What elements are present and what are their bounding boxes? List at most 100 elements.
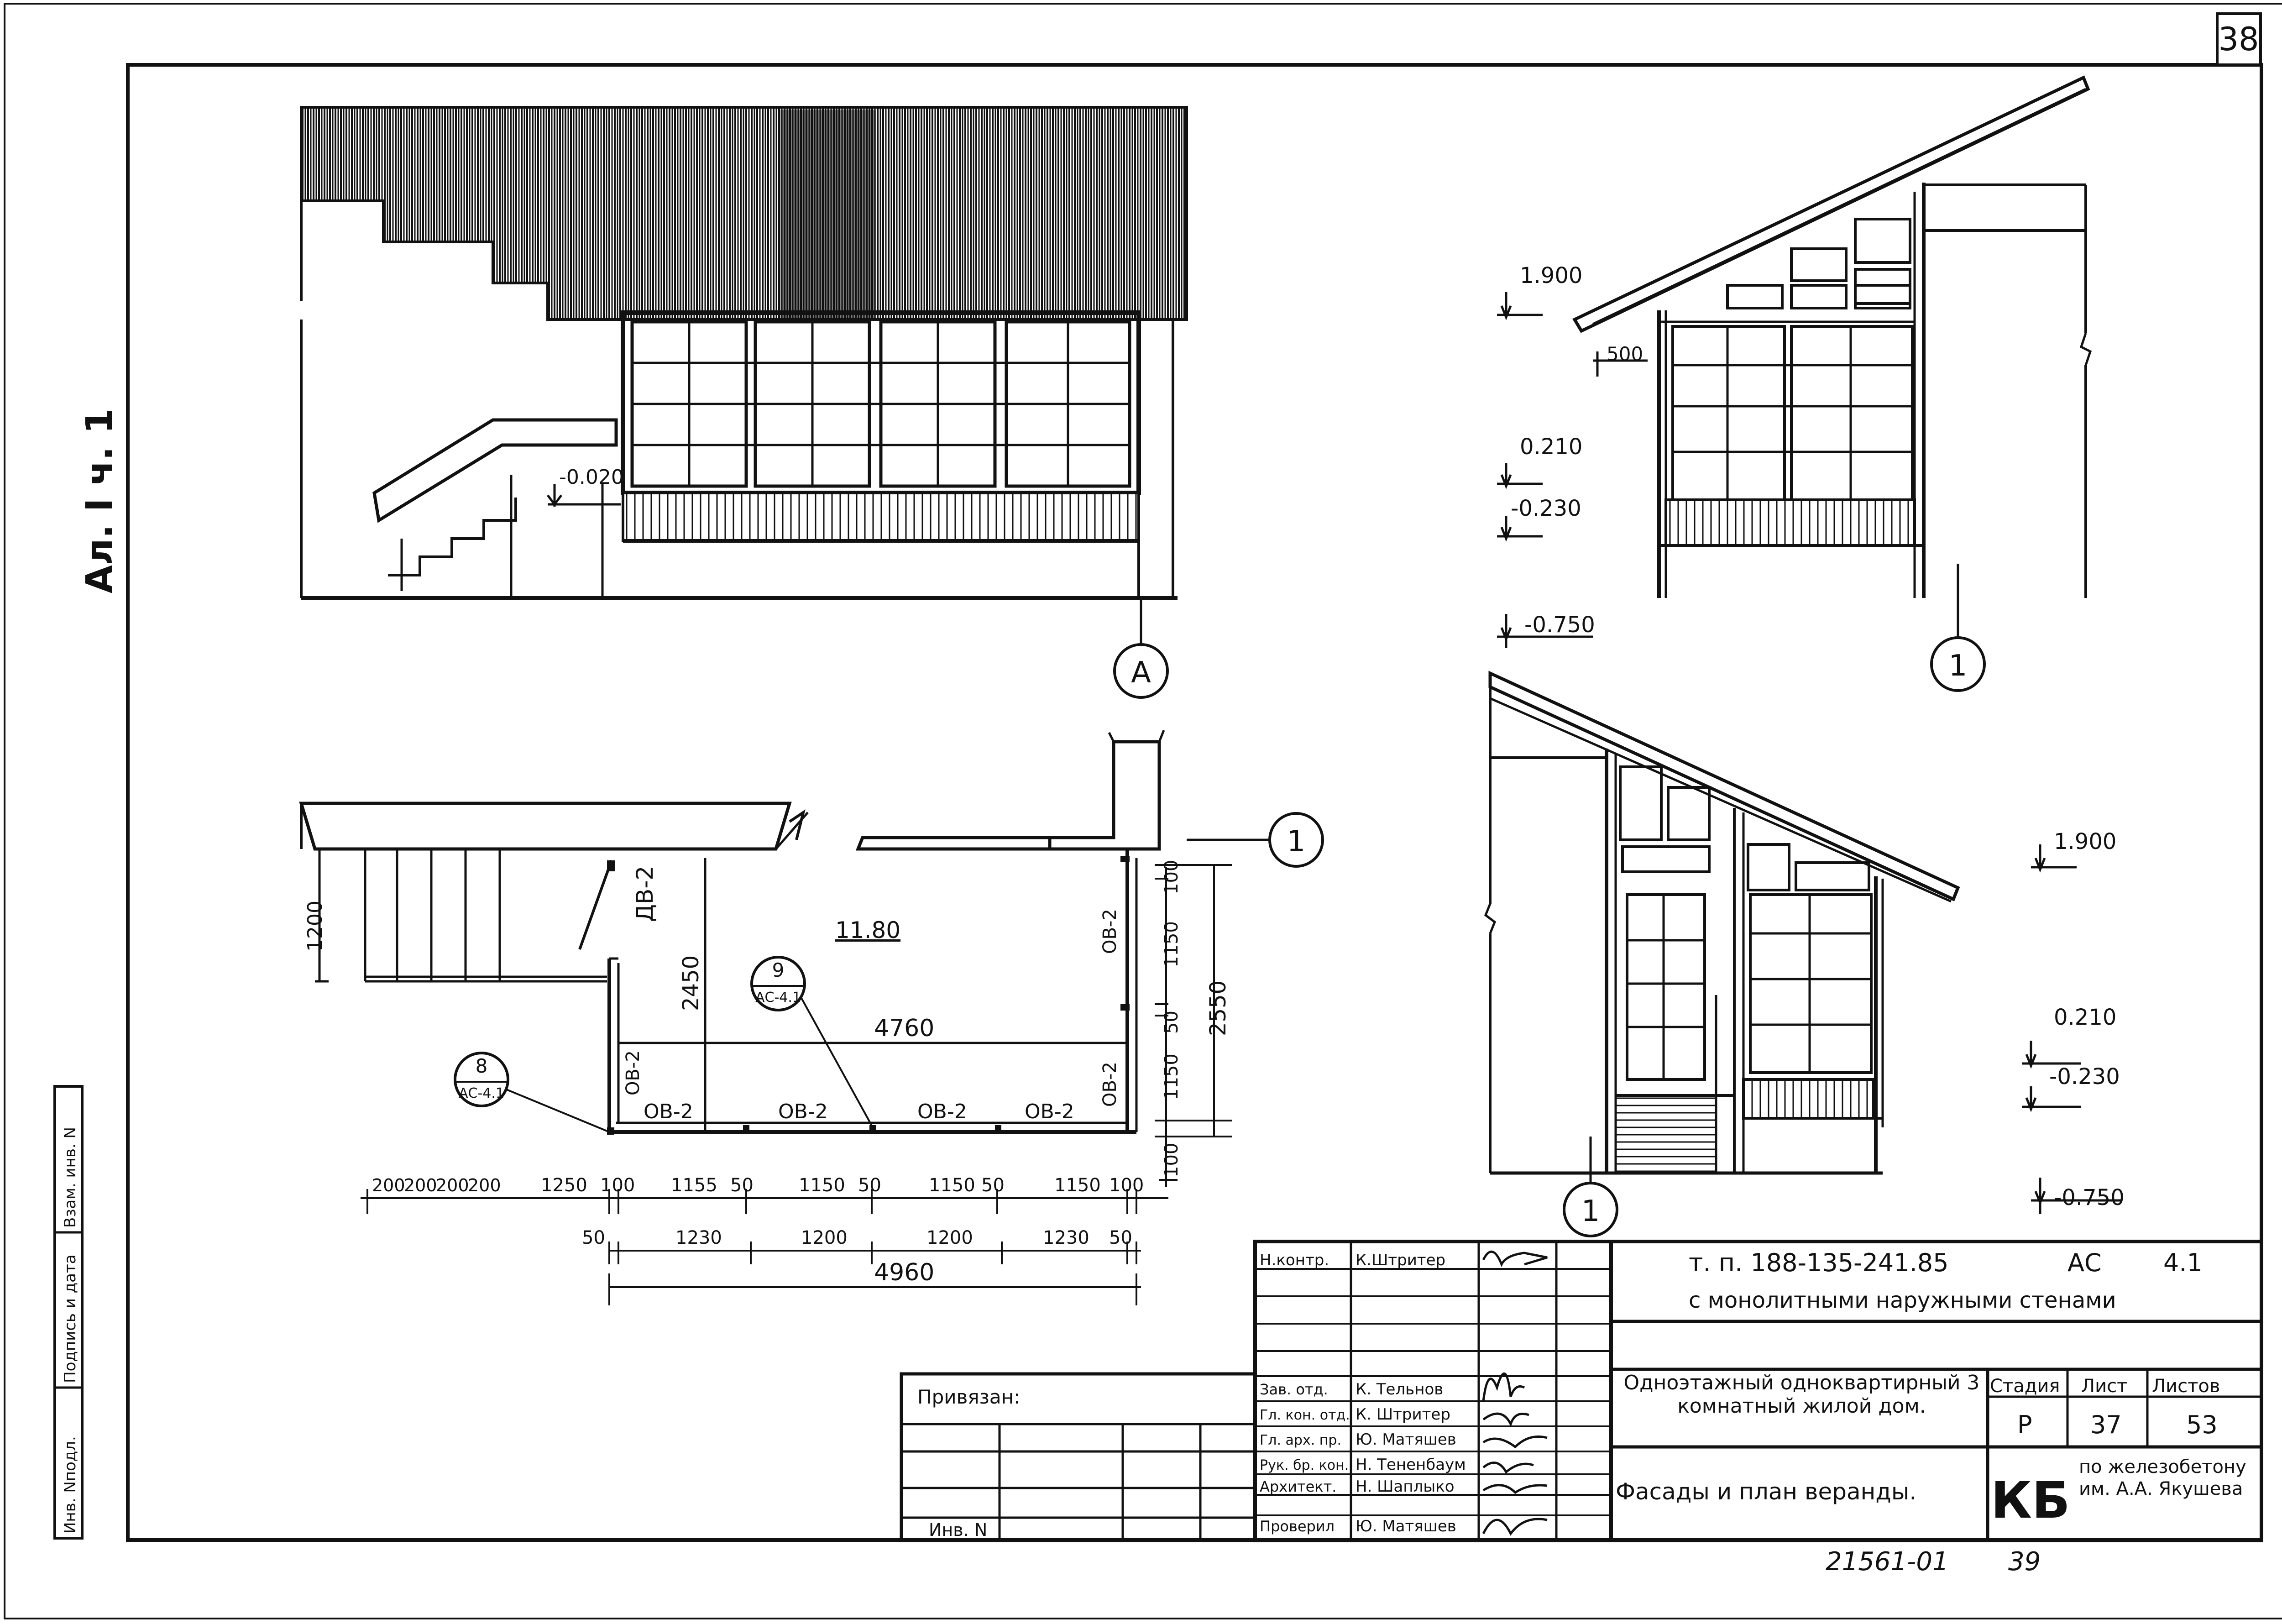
dim-bottom-50-1: 50: [730, 1175, 754, 1196]
project-name: Одноэтажный одноквартирный 3 комнатный ж…: [1623, 1372, 1980, 1418]
dim-bottom-200-4: 200: [468, 1175, 501, 1195]
dim-bottom-100-right: 100: [1109, 1175, 1144, 1196]
dim-bottom-1150-3: 1150: [1054, 1175, 1101, 1196]
role-2: Гл. кон. отд.: [1260, 1407, 1350, 1423]
dim-bottom-200-2: 200: [404, 1175, 437, 1195]
window-left-wall: ОВ-2: [623, 1050, 644, 1095]
veranda-plan: ДВ-2 11.80 4760 2450 1200 ОВ-2 ОВ-2 ОВ-2…: [299, 730, 1324, 1305]
dim-right-50: 50: [1161, 1011, 1182, 1034]
window-bottom-1: ОВ-2: [644, 1100, 693, 1123]
role-0: Н.контр.: [1260, 1251, 1329, 1269]
dim-row2-1230-right: 1230: [1043, 1227, 1089, 1248]
name-4: Н. Тененбаум: [1356, 1456, 1466, 1474]
window-right-upper: ОВ-2: [1099, 909, 1120, 954]
dim-bottom-1150-2: 1150: [929, 1175, 975, 1196]
axis-1-plan-label: 1: [1287, 825, 1306, 859]
project-series: АС: [2067, 1248, 2102, 1277]
stage-header: Стадия: [1990, 1376, 2060, 1397]
dim-bottom-200-3: 200: [436, 1175, 469, 1195]
level-1900-top: 1.900: [1520, 263, 1582, 288]
side-note: Ал. I ч. 1: [78, 409, 120, 593]
signatures: [1482, 1250, 1548, 1536]
level-0210-top: 0.210: [1520, 434, 1582, 460]
window-right-lower: ОВ-2: [1099, 1062, 1120, 1107]
sheet-header: Лист: [2081, 1376, 2127, 1397]
level-neg0750-bottom: -0.750: [2054, 1185, 2125, 1210]
project-subtitle: с монолитными наружными стенами: [1689, 1288, 2116, 1313]
footer-code: 21561-01: [1826, 1547, 1949, 1577]
bound-label: Привязан:: [917, 1386, 1020, 1408]
name-3: Ю. Матяшев: [1356, 1430, 1456, 1449]
dim-row2-1200-1: 1200: [801, 1227, 848, 1248]
role-3: Гл. арх. пр.: [1260, 1432, 1341, 1448]
role-6: Проверил: [1260, 1518, 1335, 1535]
name-1: К. Тельнов: [1356, 1380, 1443, 1399]
elevation-right-bottom: 1.900 0.210 -0.230 -0.750 1: [1484, 671, 2125, 1237]
level-neg0230-top: -0.230: [1511, 496, 1581, 521]
dim-bottom-200-1: 200: [372, 1175, 405, 1195]
dim-500-top: 500: [1607, 343, 1643, 365]
window-bottom-2: ОВ-2: [778, 1100, 828, 1123]
name-6: Ю. Матяшев: [1356, 1517, 1456, 1535]
dim-4760: 4760: [874, 1015, 934, 1042]
role-4: Рук. бр. кон.: [1260, 1457, 1349, 1473]
name-0: К.Штритер: [1356, 1251, 1445, 1269]
dim-4960: 4960: [874, 1259, 934, 1286]
dim-bottom-1250: 1250: [541, 1175, 587, 1196]
stage-value: Р: [2017, 1410, 2032, 1439]
sheet-title: Фасады и план веранды.: [1616, 1478, 1916, 1505]
door-label: ДВ-2: [632, 866, 658, 922]
name-5: Н. Шаплыко: [1356, 1477, 1455, 1496]
sheet-number: 38: [2218, 21, 2259, 58]
sheet-number-box: 38: [2216, 12, 2262, 66]
dim-1200: 1200: [304, 901, 327, 952]
dim-row2-1200-2: 1200: [926, 1227, 973, 1248]
title-block: Привязан: Инв. N Н.контр. К.Штритер Зав.…: [900, 1240, 2263, 1542]
dim-row2-50-left: 50: [582, 1227, 605, 1248]
dim-bottom-1155: 1155: [671, 1175, 717, 1196]
sheets-header: Листов: [2152, 1376, 2220, 1397]
level-1900-bottom: 1.900: [2054, 829, 2116, 854]
inv-label: Инв. N: [929, 1520, 987, 1540]
org-logo: КБ: [1991, 1471, 2070, 1530]
project-code: т. п. 188-135-241.85: [1689, 1248, 1948, 1277]
footer-page: 39: [2008, 1547, 2041, 1577]
dim-bottom-100-left: 100: [600, 1175, 635, 1196]
level-left-elevation: -0.020: [559, 466, 624, 489]
dim-row2-50-right: 50: [1109, 1227, 1132, 1248]
dim-right-100-top: 100: [1161, 860, 1182, 895]
sheets-value: 53: [2186, 1410, 2218, 1439]
dim-bottom-50-3: 50: [981, 1175, 1005, 1196]
level-0210-bottom: 0.210: [2054, 1005, 2116, 1030]
level-neg0230-bottom: -0.230: [2049, 1064, 2120, 1090]
dim-right-100-bottom: 100: [1161, 1143, 1182, 1178]
dim-2550: 2550: [1205, 980, 1231, 1036]
org-name: по железобетону им. А.А. Якушева: [2079, 1456, 2246, 1499]
axis-1-bottom-label: 1: [1581, 1194, 1600, 1228]
callout-8-ref: АС-4.1: [459, 1085, 504, 1101]
elevation-right-top: 1.900 500 0.210 -0.230 -0.750 1: [1497, 75, 2092, 692]
callout-9-ref: АС-4.1: [755, 990, 801, 1006]
window-bottom-3: ОВ-2: [917, 1100, 967, 1123]
dim-bottom-50-2: 50: [858, 1175, 881, 1196]
project-part: 4.1: [2163, 1248, 2203, 1277]
callout-8-number: 8: [476, 1055, 488, 1077]
room-level: 11.80: [835, 917, 900, 943]
role-5: Архитект.: [1260, 1478, 1336, 1495]
elevation-left: -0.020 А: [300, 106, 1188, 699]
dim-row2-1230-left: 1230: [675, 1227, 722, 1248]
window-bottom-4: ОВ-2: [1025, 1100, 1074, 1123]
dim-bottom-1150-1: 1150: [799, 1175, 845, 1196]
stamp-signature-date: Подпись и дата: [61, 1254, 79, 1383]
axis-a-label: А: [1131, 656, 1151, 690]
axis-1-top-label: 1: [1949, 649, 1968, 683]
dim-2450: 2450: [678, 955, 704, 1011]
callout-9-number: 9: [772, 959, 785, 981]
level-neg0750-top: -0.750: [1524, 612, 1595, 638]
dim-right-1150-bottom: 1150: [1161, 1053, 1182, 1100]
dim-right-1150-top: 1150: [1161, 921, 1182, 968]
role-1: Зав. отд.: [1260, 1381, 1328, 1398]
left-stamp: Инв. Nподл. Подпись и дата Взам. инв. N: [53, 1085, 84, 1540]
